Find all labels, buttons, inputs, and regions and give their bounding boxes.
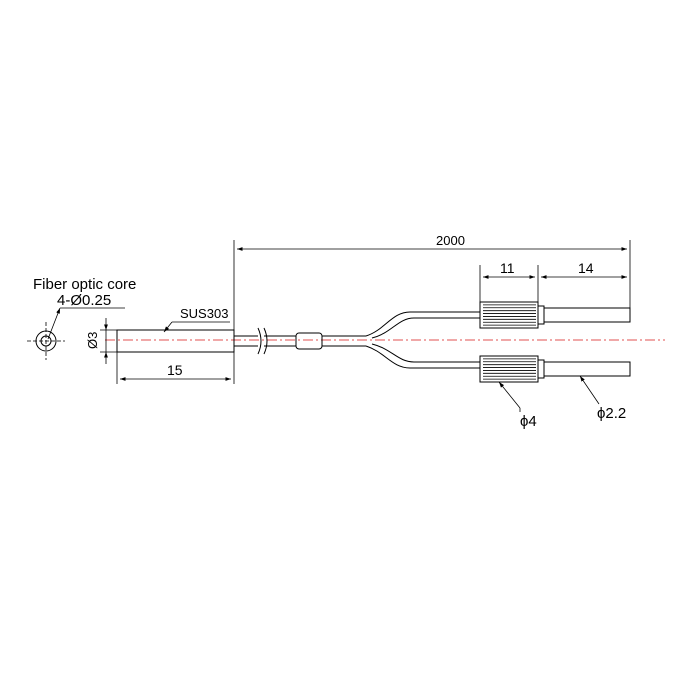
dim-diameter-head: Ø3 [85,332,100,349]
fiber-core-spec: 4-Ø0.25 [57,292,111,309]
connector-diameter-leader [498,381,521,409]
end-view [27,307,125,360]
sensor-head-body [116,329,235,353]
fiber-diameter-leader [579,375,600,405]
upper-connector [479,301,631,329]
core-leader-line [47,307,61,340]
cable-break-mark [257,327,262,355]
dim-tail-length: 14 [578,260,594,276]
material-label: SUS303 [180,306,228,321]
fiber-core-title: Fiber optic core [33,276,136,293]
dim-fiber-diameter: ϕ2.2 [597,405,626,422]
lower-fiber-tail [543,361,631,377]
dim-total-length: 2000 [436,233,465,248]
lower-connector [479,355,631,383]
lower-branch [365,345,480,369]
upper-connector-body [479,301,539,329]
splitter-sleeve [295,332,323,350]
dim-connector-diameter: ϕ4 [520,413,537,430]
sensor-head [100,318,235,384]
upper-fiber-tail [543,307,631,323]
lower-connector-body [479,355,539,383]
dim-head-length: 15 [167,362,183,378]
cable [234,311,480,369]
upper-branch [365,311,480,337]
dim-connector-length: 11 [500,260,515,276]
